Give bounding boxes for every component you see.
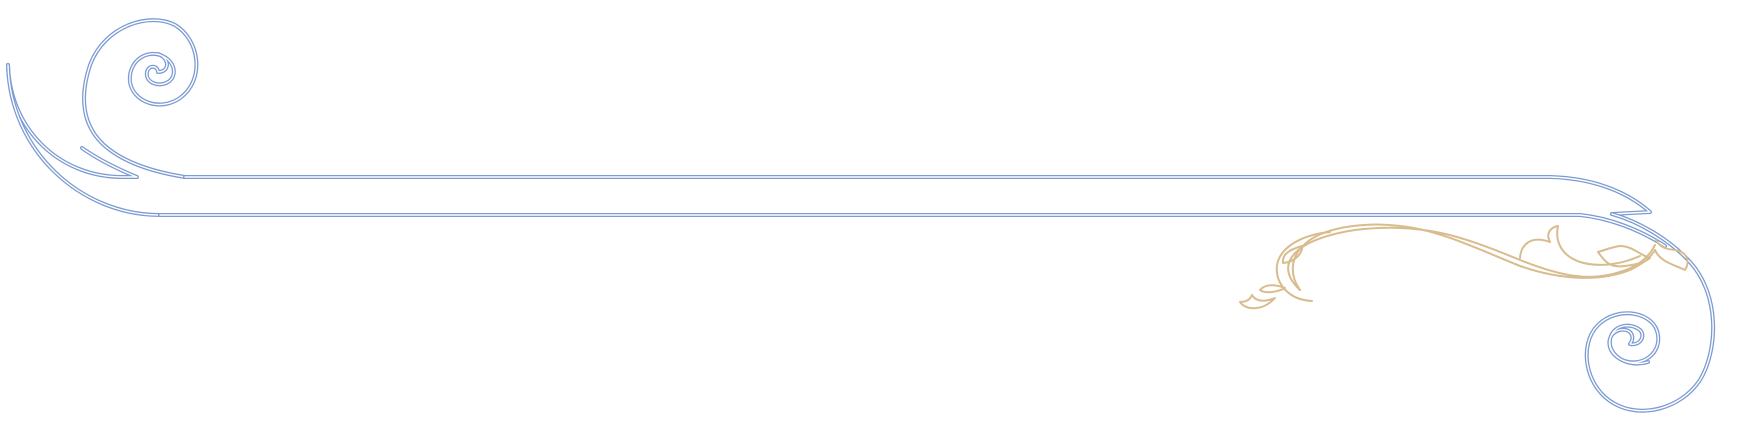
leaf-left-bottom [1239,294,1276,310]
leaf-right-upper [1519,225,1641,266]
vine-main-lower [1291,223,1656,291]
left-tail-inner-inner-line [7,64,138,178]
banner-top-edge [183,175,1652,216]
vine-curl [1275,231,1331,302]
leaf-left-mid [1259,284,1286,294]
banner-bottom-edge [158,213,1667,248]
right-spiral-inner-line [1586,213,1714,412]
leaf-right-end [1654,239,1689,271]
left-tail-inner [6,63,139,179]
left-tail-outer-inner-line [7,64,161,216]
banner-bottom-edge-inner-line [159,214,1666,247]
leaf-left-top [1281,245,1304,264]
blue-scroll-outline [6,18,1716,413]
left-spiral-inner-line [83,19,198,178]
gold-floral-vine [1239,223,1689,310]
leaf-right-tip [1597,245,1651,268]
vine-main-upper [1287,226,1656,291]
banner-top-edge-inner-line [184,176,1651,215]
right-spiral [1584,212,1716,413]
